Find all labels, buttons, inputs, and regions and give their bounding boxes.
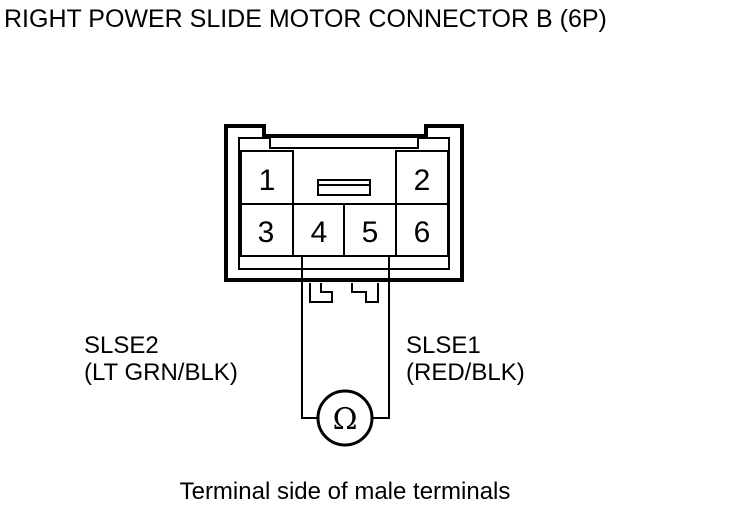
wire-right-color: (RED/BLK): [406, 359, 525, 386]
terminal-4-label: 4: [311, 216, 328, 249]
wire-left-color: (LT GRN/BLK): [84, 359, 238, 386]
diagram-caption: Terminal side of male terminals: [179, 478, 511, 505]
probe-contacts: [309, 283, 379, 303]
wire-label-left: SLSE2 (LT GRN/BLK): [84, 332, 238, 386]
ohmmeter-icon: [316, 389, 374, 447]
terminal-3-label: 3: [258, 216, 275, 249]
terminal-6-label: 6: [414, 216, 431, 249]
terminal-1-label: 1: [259, 164, 276, 197]
lock-tab: [317, 179, 371, 196]
ohm-symbol: Ω: [333, 402, 358, 437]
wire-left-signal: SLSE2: [84, 332, 159, 359]
wire-right-signal: SLSE1: [406, 332, 481, 359]
probe-lead-left: [301, 256, 318, 419]
terminal-cell-6: [395, 203, 449, 257]
wire-label-right: SLSE1 (RED/BLK): [406, 332, 525, 386]
terminal-5-label: 5: [362, 216, 379, 249]
terminal-2-label: 2: [414, 164, 431, 197]
diagram-title: RIGHT POWER SLIDE MOTOR CONNECTOR B (6P): [4, 5, 607, 33]
connector-inner-outline: [238, 137, 450, 270]
connector-housing: [224, 124, 464, 282]
probe-lead-right: [372, 256, 390, 419]
